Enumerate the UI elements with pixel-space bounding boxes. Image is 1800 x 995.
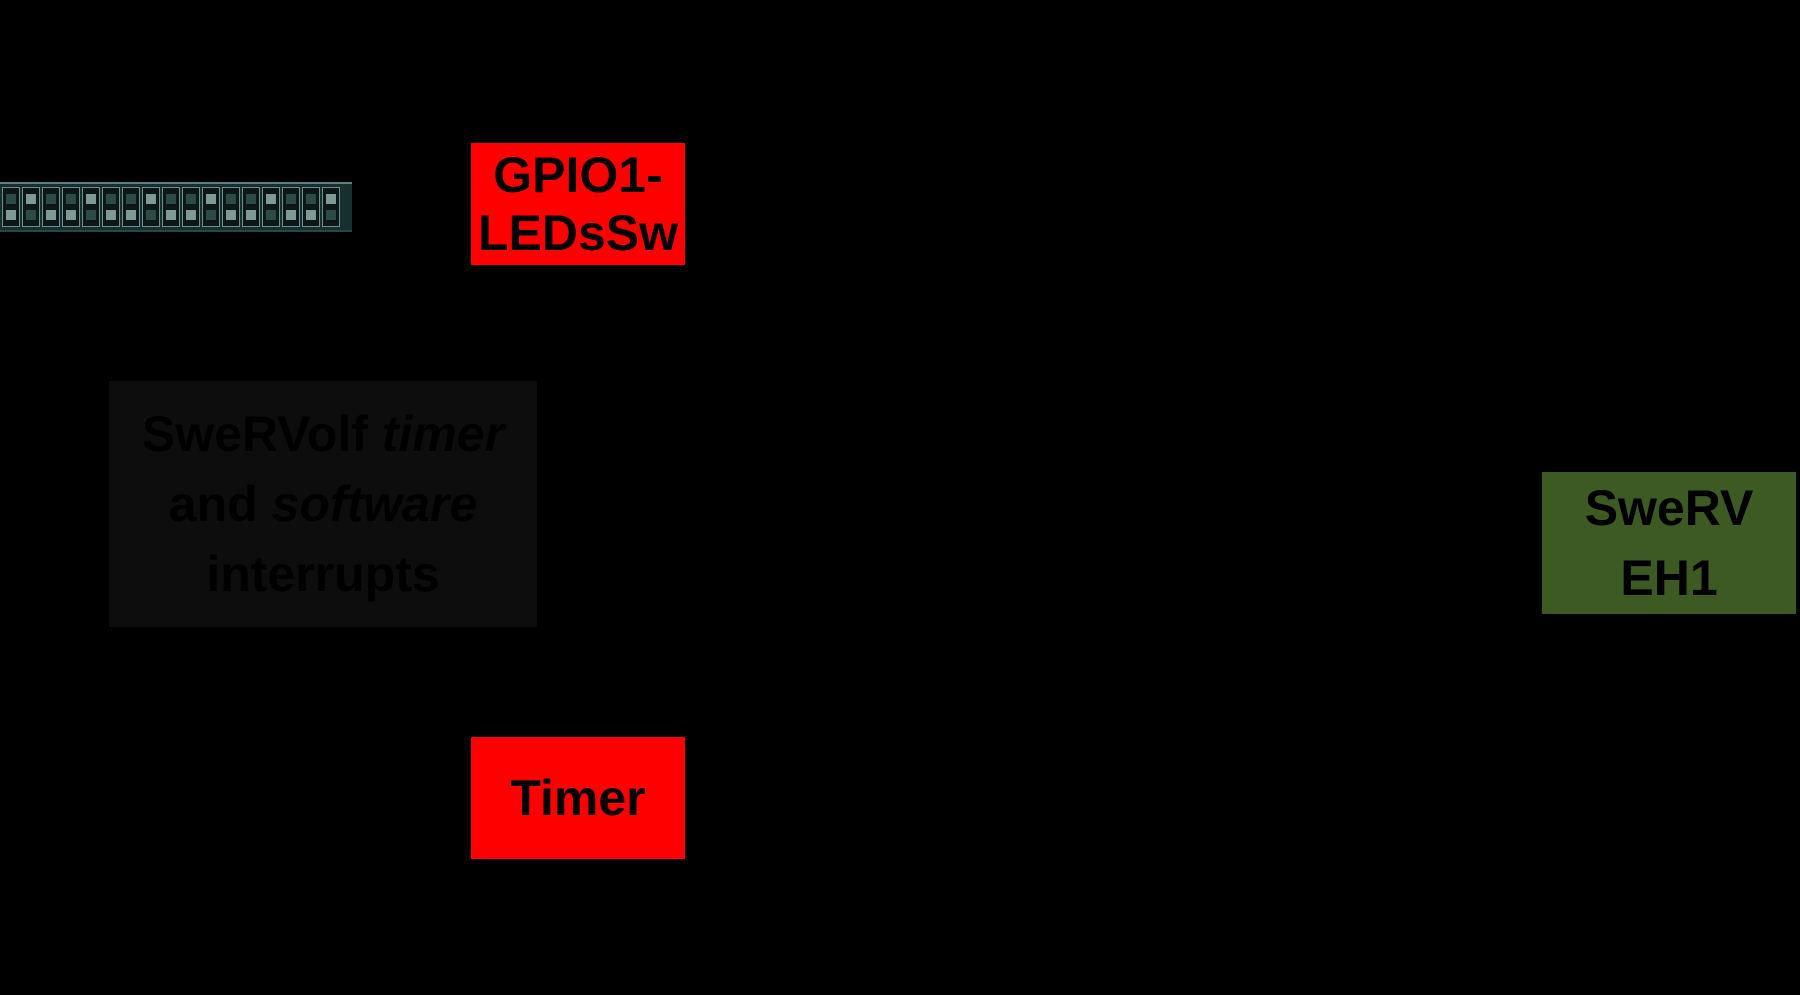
core-block-label-line1: SweRV — [1584, 480, 1754, 536]
timer-block-label: Timer — [510, 770, 646, 826]
swerv-core-block: SweRV EH1 — [1542, 472, 1796, 614]
switch-toggle-icon — [262, 187, 280, 227]
switch-toggle-icon — [42, 187, 60, 227]
switch-toggle-icon — [22, 187, 40, 227]
switch-toggle-icon — [102, 187, 120, 227]
switch-toggle-icon — [142, 187, 160, 227]
switch-toggle-icon — [242, 187, 260, 227]
switch-toggle-icon — [182, 187, 200, 227]
switch-toggle-icon — [62, 187, 80, 227]
switch-toggle-icon — [2, 187, 20, 227]
diagram-caption: SweRVolf timer and software interrupts — [109, 381, 537, 627]
switch-toggle-icon — [82, 187, 100, 227]
switch-toggle-icon — [302, 187, 320, 227]
switch-toggle-icon — [282, 187, 300, 227]
switch-toggle-icon — [162, 187, 180, 227]
gpio-leds-switches-block: GPIO1- LEDsSw — [471, 143, 685, 265]
caption-line-3: interrupts — [206, 546, 440, 602]
switch-toggle-icon — [122, 187, 140, 227]
switch-toggle-icon — [222, 187, 240, 227]
gpio-block-label-line2: LEDsSw — [477, 205, 679, 261]
switch-array-icon — [0, 182, 352, 232]
core-block-label-line2: EH1 — [1620, 550, 1718, 606]
caption-line-1-italic: timer — [381, 406, 505, 462]
caption-line-1: SweRVolf timer — [142, 399, 504, 469]
switch-toggle-icon — [322, 187, 340, 227]
timer-block: Timer — [471, 737, 685, 859]
caption-line-2: and software — [169, 469, 477, 539]
caption-line-2-italic: software — [271, 476, 478, 532]
gpio-block-label-line1: GPIO1- — [493, 147, 663, 203]
switch-toggle-icon — [202, 187, 220, 227]
caption-line-1-text: SweRVolf — [141, 406, 382, 462]
caption-line-2-text: and — [168, 476, 272, 532]
